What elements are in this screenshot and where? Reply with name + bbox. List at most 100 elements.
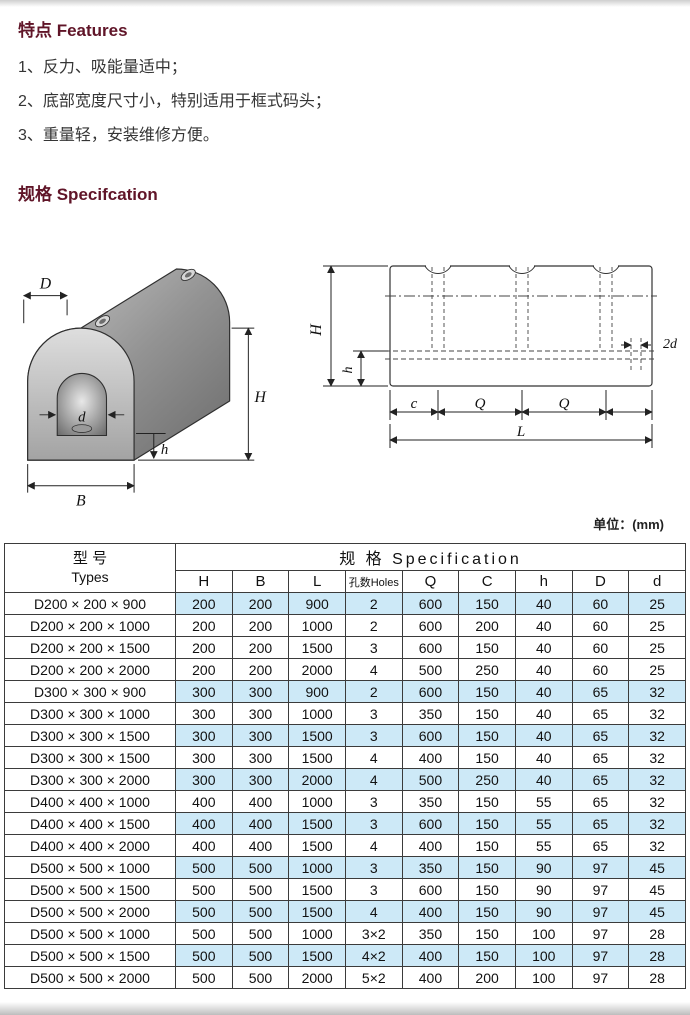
type-cell: D400 × 400 × 2000: [4, 834, 176, 857]
value-cell: 150: [458, 702, 516, 725]
value-cell: 150: [458, 922, 516, 945]
value-cell: 150: [458, 724, 516, 747]
type-cell: D200 × 200 × 1500: [4, 636, 176, 659]
value-cell: 97: [571, 944, 630, 967]
value-cell: 300: [175, 724, 233, 747]
value-cell: 500: [231, 944, 290, 967]
value-cell: 600: [401, 724, 460, 747]
value-cell: 45: [628, 878, 686, 901]
value-cell: 90: [514, 878, 573, 901]
value-cell: 1000: [288, 614, 346, 637]
value-cell: 100: [514, 922, 573, 945]
value-cell: 3×2: [344, 922, 403, 945]
value-cell: 500: [231, 900, 290, 923]
page-bottom-edge-shadow: [0, 1002, 690, 1015]
dim-label-B: B: [76, 492, 86, 509]
value-cell: 150: [458, 900, 516, 923]
page-top-edge-shadow: [0, 0, 690, 7]
value-cell: 65: [571, 746, 630, 769]
type-cell: D500 × 500 × 1000: [4, 922, 176, 945]
value-cell: 350: [401, 856, 460, 879]
value-cell: 65: [571, 680, 630, 703]
value-cell: 200: [231, 614, 290, 637]
value-cell: 300: [231, 702, 290, 725]
value-cell: 2000: [288, 768, 346, 791]
value-cell: 500: [175, 966, 233, 989]
value-cell: 25: [628, 592, 686, 615]
value-cell: 150: [458, 878, 516, 901]
value-cell: 300: [175, 746, 233, 769]
value-cell: 2000: [288, 966, 346, 989]
value-cell: 600: [401, 878, 460, 901]
value-cell: 90: [514, 900, 573, 923]
value-cell: 300: [231, 680, 290, 703]
value-cell: 4: [344, 768, 403, 791]
value-cell: 600: [401, 636, 460, 659]
fender-side-view-diagram: 2d H h c Q Q: [308, 264, 678, 448]
value-cell: 500: [401, 768, 460, 791]
value-cell: 200: [175, 636, 233, 659]
value-cell: 400: [175, 834, 233, 857]
value-cell: 1500: [288, 636, 346, 659]
value-cell: 200: [231, 592, 290, 615]
type-cell: D500 × 500 × 2000: [4, 966, 176, 989]
value-cell: 4: [344, 900, 403, 923]
value-cell: 40: [514, 636, 573, 659]
value-cell: 2: [344, 680, 403, 703]
value-cell: 60: [571, 636, 630, 659]
value-cell: 200: [175, 614, 233, 637]
value-cell: 5×2: [344, 966, 403, 989]
value-cell: 400: [401, 966, 460, 989]
top-bolt-hole: [95, 315, 111, 328]
type-cell: D300 × 300 × 900: [4, 680, 176, 703]
value-cell: 300: [175, 680, 233, 703]
value-cell: 97: [571, 900, 630, 923]
bottom-hole-lines: [630, 338, 642, 372]
dim-label-Q2: Q: [559, 396, 570, 412]
value-cell: 40: [514, 768, 573, 791]
value-cell: 65: [571, 812, 630, 835]
value-cell: 350: [401, 790, 460, 813]
feature-item: 1、反力、吸能量适中；: [18, 59, 187, 76]
value-cell: 60: [571, 658, 630, 681]
value-cell: 200: [175, 658, 233, 681]
value-cell: 40: [514, 658, 573, 681]
value-cell: 1500: [288, 812, 346, 835]
value-cell: 28: [628, 944, 686, 967]
value-cell: 32: [628, 680, 686, 703]
value-cell: 45: [628, 856, 686, 879]
features-section: 特点 Features 1、反力、吸能量适中； 2、底部宽度尺寸小，特别适用于框…: [18, 16, 668, 153]
value-cell: 400: [401, 944, 460, 967]
value-cell: 55: [514, 834, 573, 857]
type-cell: D200 × 200 × 900: [4, 592, 176, 615]
bore-bottom-hole: [71, 424, 93, 433]
value-cell: 40: [514, 702, 573, 725]
value-cell: 400: [401, 900, 460, 923]
specification-title: 规格 Specifcation: [18, 185, 158, 204]
types-header-cn: 型 号: [72, 549, 108, 567]
value-cell: 350: [401, 702, 460, 725]
value-cell: 300: [175, 702, 233, 725]
value-cell: 200: [231, 658, 290, 681]
unit-label: 单位：(mm): [593, 517, 664, 532]
col-header-L: L: [288, 570, 346, 593]
value-cell: 40: [514, 592, 573, 615]
value-cell: 65: [571, 768, 630, 791]
value-cell: 1500: [288, 834, 346, 857]
fender-isometric-diagram: D d H h B: [22, 268, 267, 509]
types-column-header: 型 号 Types: [4, 543, 176, 593]
value-cell: 500: [231, 922, 290, 945]
col-header-Q: Q: [401, 570, 460, 593]
hole-recesses: [424, 264, 620, 274]
value-cell: 1000: [288, 922, 346, 945]
dim-label-c: c: [411, 396, 418, 412]
type-cell: D500 × 500 × 2000: [4, 900, 176, 923]
